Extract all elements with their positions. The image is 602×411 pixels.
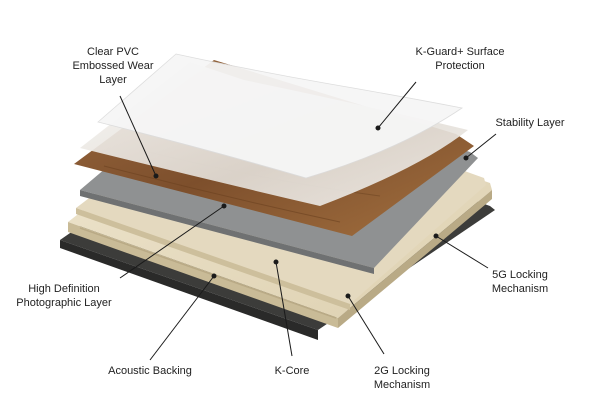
k-core-edge (68, 222, 338, 328)
label-stability: Stability Layer (495, 117, 565, 129)
leader-two-g (347, 295, 385, 355)
leader-k-core (275, 261, 293, 357)
leader-dot-k-guard (375, 125, 381, 131)
acoustic-backing-edge (60, 240, 318, 340)
label-k-core: K-Core (274, 365, 310, 377)
photographic-grain-1 (103, 165, 341, 223)
protection-layer (97, 53, 464, 179)
leader-dot-high-definition (221, 203, 227, 209)
leader-five-g (435, 235, 489, 269)
k-core-side (338, 190, 492, 328)
stability-layer-edge (80, 190, 374, 274)
leader-dot-k-core (273, 259, 279, 265)
label-clear-pvc: Clear PVC Embossed Wear Layer (72, 46, 154, 86)
label-k-guard: K-Guard+ Surface Protection (415, 46, 505, 72)
k-core-groove (79, 227, 337, 319)
locking-tongue-edge (76, 208, 350, 310)
label-high-definition: High Definition Photographic Layer (16, 283, 112, 309)
leader-dot-five-g (433, 233, 439, 239)
leader-dot-clear-pvc (153, 173, 159, 179)
label-acoustic: Acoustic Backing (108, 365, 192, 377)
leader-k-guard (377, 81, 417, 129)
leader-dot-acoustic (211, 273, 217, 279)
leader-clear-pvc (119, 95, 157, 177)
label-two-g: 2G Locking Mechanism (373, 365, 431, 391)
leader-acoustic (149, 275, 215, 361)
leader-dot-two-g (345, 293, 351, 299)
label-five-g: 5G Locking Mechanism (491, 269, 549, 295)
leader-stability (465, 133, 497, 159)
leader-dot-stability (463, 155, 469, 161)
leader-high-definition (119, 205, 225, 279)
